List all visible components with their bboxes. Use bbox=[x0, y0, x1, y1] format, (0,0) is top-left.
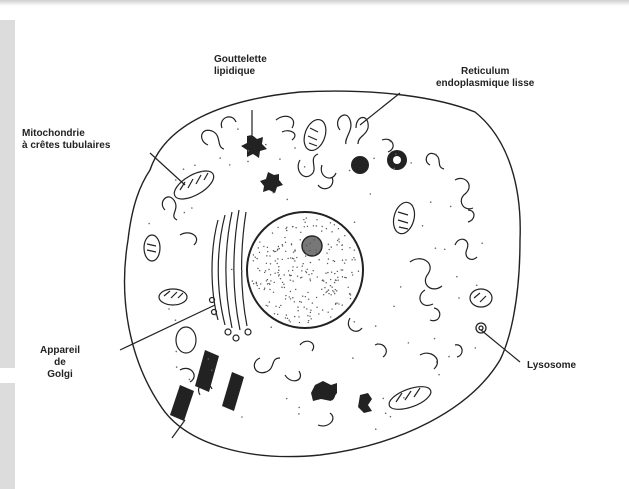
leader-lysosome bbox=[481, 330, 520, 362]
nucleus bbox=[247, 212, 363, 328]
nucleolus bbox=[302, 236, 322, 256]
golgi-cisternae bbox=[212, 210, 247, 330]
leader-golgi bbox=[120, 305, 215, 350]
label-gouttelette-lipidique: Gouttelette lipidique bbox=[214, 54, 267, 78]
crystal-plate bbox=[170, 385, 194, 421]
mitochondrion bbox=[159, 289, 187, 305]
crystal-plate bbox=[222, 372, 244, 411]
lipid-droplet bbox=[260, 172, 283, 193]
label-reticulum-endoplasmique-lisse: Reticulum endoplasmique lisse bbox=[436, 66, 534, 90]
mitochondrion bbox=[170, 165, 218, 204]
mitochondrion bbox=[390, 200, 418, 236]
label-lysosome: Lysosome bbox=[527, 360, 576, 372]
dense-granule bbox=[358, 393, 372, 413]
smooth-er bbox=[338, 115, 369, 144]
leader-mitochondrie bbox=[150, 153, 185, 185]
lysosome bbox=[476, 323, 486, 333]
label-mitochondrie: Mitochondrie à crêtes tubulaires bbox=[22, 128, 110, 152]
mitochondrion bbox=[470, 289, 492, 307]
mitochondrion bbox=[176, 327, 196, 353]
mitochondrion bbox=[144, 235, 160, 261]
label-appareil-de-golgi: Appareil de Golgi bbox=[40, 345, 80, 381]
mitochondrion bbox=[300, 117, 330, 154]
dense-granule bbox=[351, 156, 369, 174]
crystal-plate bbox=[195, 350, 219, 392]
mitochondrion bbox=[386, 382, 434, 414]
chromatin-dots bbox=[252, 217, 359, 323]
dense-granule bbox=[311, 381, 337, 401]
lipid-droplet bbox=[241, 135, 267, 158]
leader-reticulum bbox=[360, 93, 400, 125]
